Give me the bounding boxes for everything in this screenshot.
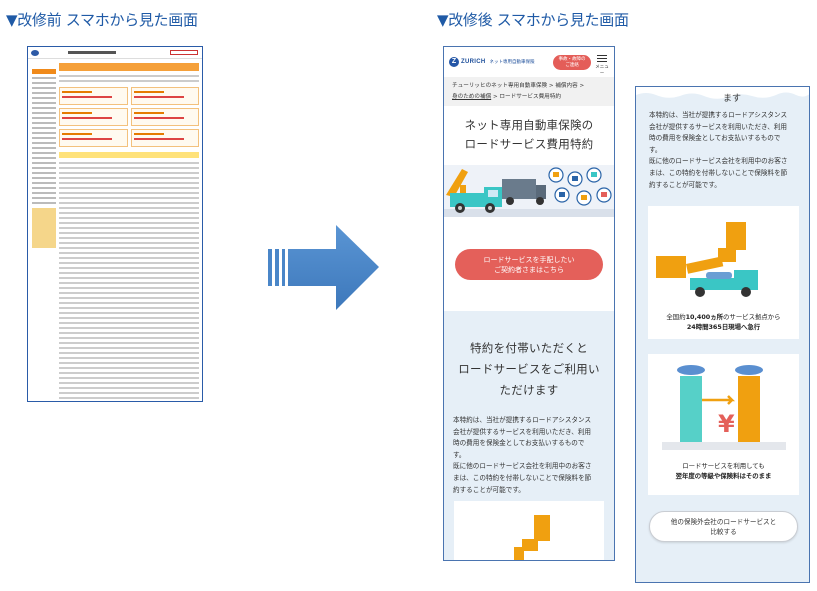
section-description-scrolled: 本特約は、当社が提携するロードアシスタンス 会社が提供するサービスを利用いただき… (649, 111, 788, 189)
arrange-road-service-button[interactable]: ロードサービスを手配したい ご契約者さまはこちら (455, 249, 603, 280)
feature-caption-2: ロードサービスを利用しても 翌年度の等級や保険料はそのまま (675, 462, 772, 480)
before-heading: ▼改修前 スマホから見た画面 (6, 11, 198, 29)
svg-text:¥: ¥ (718, 410, 735, 438)
breadcrumb-link[interactable]: 身のための補償 (452, 94, 492, 100)
section-description: 本特約は、当社が提携するロードアシスタンス 会社が提供するサービスを利用いただき… (453, 416, 592, 494)
brand-subtitle: ネット専用自動車保険 (489, 60, 535, 65)
old-main-content (59, 63, 199, 401)
tow-truck-crane-icon (656, 222, 758, 297)
menu-button[interactable]: メニュー (595, 53, 609, 76)
after-heading: ▼改修後 スマホから見た画面 (437, 11, 629, 29)
site-header: Z ZURICH ネット専用自動車保険 事故・故障の ご連絡 メニュー (444, 47, 614, 77)
old-sidebar (32, 69, 56, 250)
page-title: ネット専用自動車保険の ロードサービス費用特約 (464, 118, 594, 151)
after-screenshot-top: Z ZURICH ネット専用自動車保険 事故・故障の ご連絡 メニュー チューリ… (443, 46, 615, 561)
rider-benefit-section: 特約を付帯いただくと ロードサービスをご利用い ただけます 本特約は、当社が提携… (444, 311, 614, 560)
breadcrumb-current: > ロードサービス費用特約 (491, 94, 561, 100)
zurich-logo-icon[interactable]: Z (449, 57, 459, 67)
title-fragment: ます (723, 93, 741, 103)
section-title: 特約を付帯いただくと ロードサービスをご利用い ただけます (458, 341, 600, 397)
accident-contact-button[interactable]: 事故・故障の ご連絡 (553, 55, 591, 70)
torn-edge: ます (636, 87, 809, 103)
breadcrumb: チューリッヒのネット専用自動車保険 > 補償内容 > 身のための補償 > ロード… (444, 77, 614, 106)
hero-illustration (444, 165, 614, 217)
old-header (28, 47, 202, 59)
right-arrow-icon (268, 225, 379, 310)
feature-caption-1: 全国約10,400ヵ所のサービス拠点から 24時間365日現場へ急行 (666, 313, 781, 331)
feature-card-service-points: 全国約10,400ヵ所のサービス拠点から 24時間365日現場へ急行 (648, 206, 799, 339)
before-screenshot (27, 46, 203, 402)
crane-fragment-icon (514, 515, 550, 560)
hamburger-icon (597, 54, 607, 56)
transition-arrow (268, 225, 379, 310)
old-feature-grid (59, 87, 199, 147)
tow-truck-illustration-icon (444, 165, 614, 217)
breadcrumb-line-1[interactable]: チューリッヒのネット専用自動車保険 > 補償内容 > (452, 83, 585, 89)
after-screenshot-scrolled: ます 本特約は、当社が提携するロードアシスタンス 会社が提供するサービスを利用い… (635, 86, 810, 583)
old-logo (31, 50, 39, 56)
feature-card-partial (454, 501, 604, 560)
compare-other-services-button[interactable]: 他の保険外会社のロードサービスと 比較する (649, 511, 798, 542)
brand-name: ZURICH (461, 59, 486, 65)
yen-bars-icon: ¥ (662, 365, 786, 450)
feature-card-premium-unchanged: ¥ ロードサービスを利用しても 翌年度の等級や保険料はそのまま (648, 354, 799, 495)
